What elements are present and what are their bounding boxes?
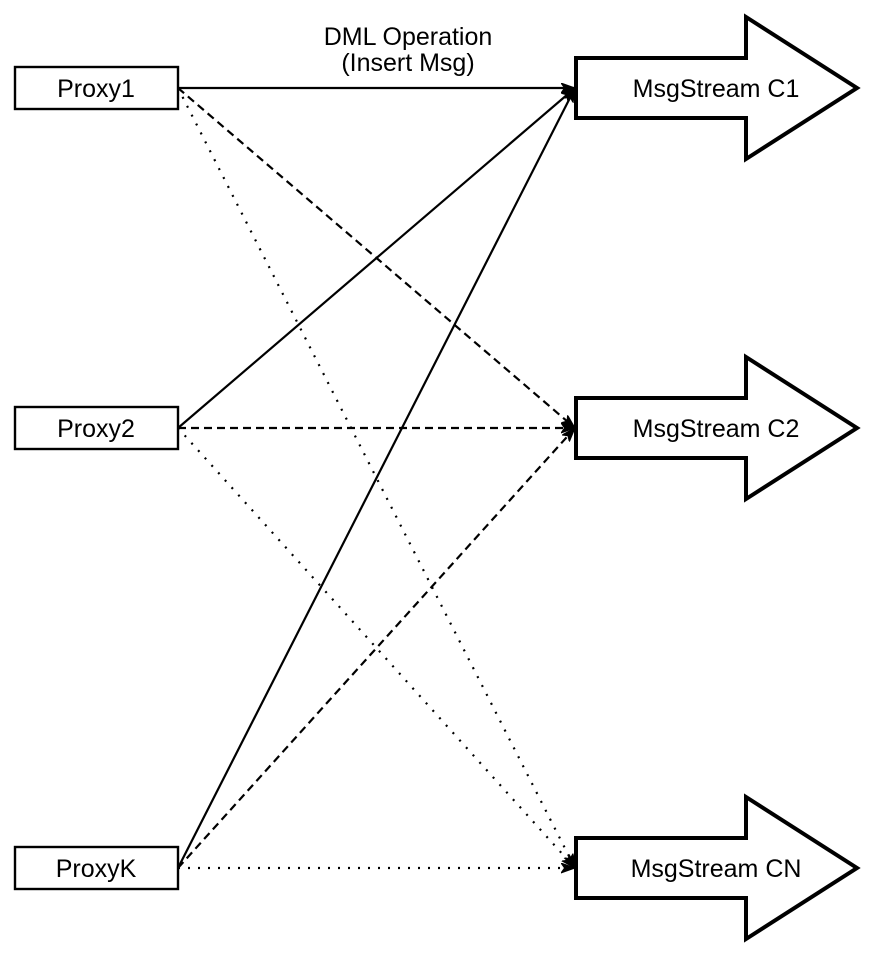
node-proxyk: ProxyK [13, 845, 180, 891]
proxyk-box [13, 845, 180, 891]
proxy1-label: Proxy1 [57, 75, 135, 103]
msgstream-c1-label: MsgStream C1 [633, 75, 800, 103]
msgstream-cn-arrow-shape [574, 793, 861, 943]
msgstream-c1-arrow-shape [574, 13, 861, 163]
proxy2-box [13, 405, 180, 451]
edge-proxyk-to-c1 [177, 88, 576, 869]
node-msgstream-c2: MsgStream C2 [574, 353, 861, 503]
annotation-dml-operation-line1: DML Operation [324, 23, 493, 51]
proxyk-label: ProxyK [56, 855, 137, 883]
node-proxy2: Proxy2 [13, 405, 180, 451]
edge-proxyk-to-c2 [177, 428, 575, 869]
annotation-dml-operation-line2: (Insert Msg) [341, 49, 474, 77]
node-msgstream-cn: MsgStream CN [574, 793, 861, 943]
msgstream-cn-label: MsgStream CN [631, 855, 802, 883]
msgstream-c2-label: MsgStream C2 [633, 415, 800, 443]
edge-proxy2-to-c1 [177, 88, 575, 429]
edge-proxy2-to-cn [177, 427, 575, 868]
msgstream-c2-arrow-shape [574, 353, 861, 503]
proxy2-label: Proxy2 [57, 415, 135, 443]
proxy1-box [13, 65, 180, 111]
node-proxy1: Proxy1 [13, 65, 180, 111]
node-msgstream-c1: MsgStream C1 [574, 13, 861, 163]
